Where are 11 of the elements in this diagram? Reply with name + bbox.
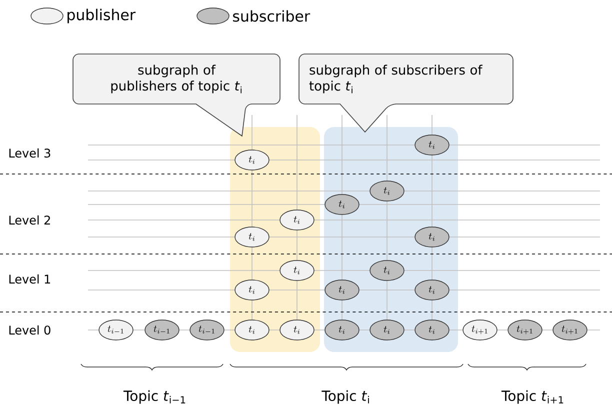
- legend-label: subscriber: [233, 10, 310, 22]
- level-label: Level 0: [9, 325, 50, 335]
- topic-label: Topic t$_{i}$: [322, 390, 369, 404]
- topic-label: Topic t$_{i+1}$: [501, 390, 564, 404]
- level-label: Level 3: [9, 148, 50, 158]
- callout: subgraph of subscribers of topic t$_{i}$: [298, 54, 514, 132]
- topic-label: Topic t$_{i−1}$: [123, 390, 186, 404]
- level-label: Level 1: [9, 274, 50, 284]
- legend-label: publisher: [68, 8, 136, 24]
- level-label: Level 2: [9, 215, 50, 225]
- callout: subgraph of publishers of topic t$_{i}$: [72, 54, 280, 136]
